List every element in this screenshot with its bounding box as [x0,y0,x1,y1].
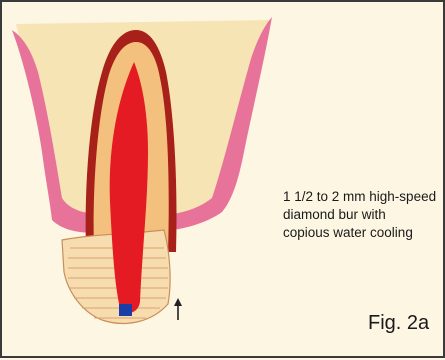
figure-label: Fig. 2a [368,312,429,335]
apical-marker [119,304,132,316]
arrow-up-icon [174,298,182,320]
caption-line: diamond bur with [283,206,443,224]
caption-text: 1 1/2 to 2 mm high-speed diamond bur wit… [283,188,443,242]
caption-line: copious water cooling [283,224,443,242]
caption-line: 1 1/2 to 2 mm high-speed [283,188,443,206]
